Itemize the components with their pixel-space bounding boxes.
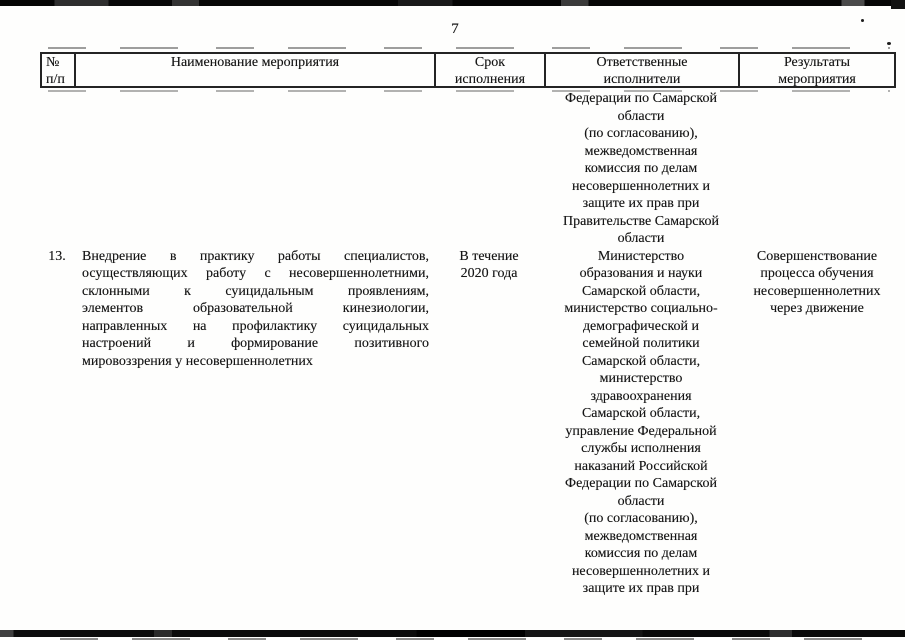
cell-event-name: Внедрение в практику работы специалистов…: [82, 248, 429, 369]
scan-edge-top: [0, 0, 905, 6]
scan-edge-top-right: [891, 0, 905, 9]
scan-speck: [861, 19, 864, 22]
scan-speck: [887, 42, 891, 45]
page-number: 7: [451, 21, 459, 37]
table-row-13: 13. Внедрение в практику работы специали…: [40, 248, 896, 598]
scan-artifact-line: [60, 638, 880, 640]
scan-artifact-line: [48, 47, 890, 49]
header-col-name: Наименование мероприятия: [74, 54, 434, 86]
scan-edge-bottom: [0, 630, 905, 637]
scan-artifact-line: [48, 90, 890, 92]
cell-row-number: 13.: [48, 248, 66, 264]
